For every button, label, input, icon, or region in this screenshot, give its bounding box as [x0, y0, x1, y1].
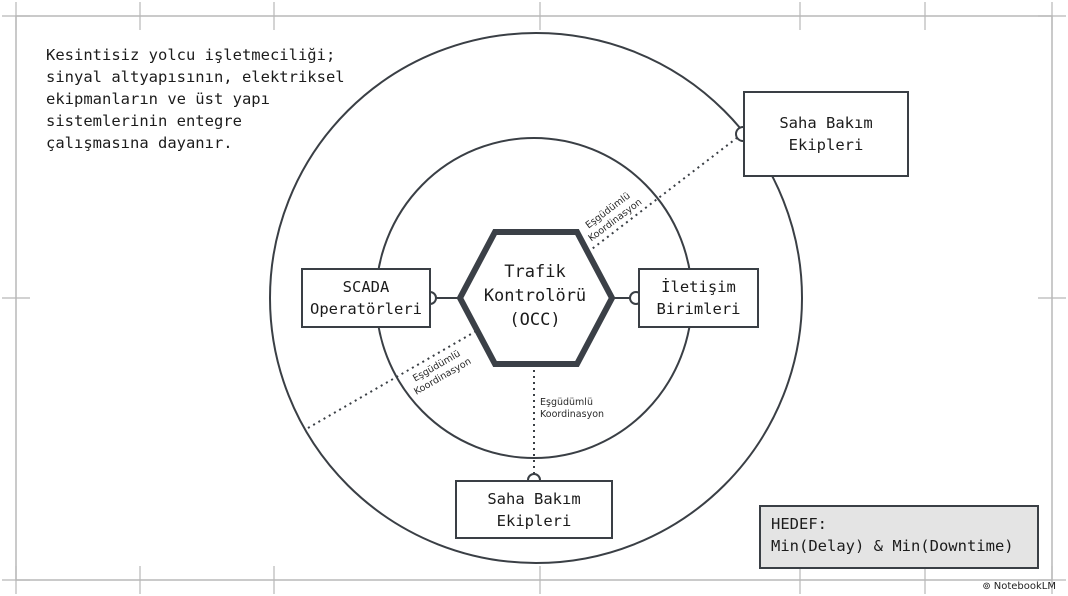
intro-text: Kesintisiz yolcu işletmeciliği; sinyal a… — [46, 44, 376, 154]
center-label-line: Kontrolörü — [483, 286, 587, 306]
connector-left — [307, 329, 479, 429]
goal-formula: Min(Delay) & Min(Downtime) — [771, 537, 1014, 555]
brand-label: NotebookLM — [993, 581, 1056, 592]
intro-line: ekipmanların ve üst yapı — [46, 90, 270, 108]
center-hexagon — [456, 229, 616, 367]
node-label: SCADA — [342, 278, 390, 296]
intro-line: Kesintisiz yolcu işletmeciliği; — [46, 46, 336, 64]
dotted-connectors — [307, 133, 743, 478]
intro-line: sistemlerinin entegre — [46, 112, 242, 130]
center-label-line: (OCC) — [509, 310, 561, 330]
intro-line: çalışmasına dayanır. — [46, 134, 233, 152]
node-field-maintenance-bottom: Saha Bakım Ekipleri — [455, 480, 613, 539]
goal-box: HEDEF: Min(Delay) & Min(Downtime) — [759, 505, 1039, 569]
node-communication: İletişim Birimleri — [638, 268, 759, 328]
node-label: Saha Bakım — [487, 489, 581, 508]
intro-line: sinyal altyapısının, elektriksel — [46, 68, 345, 86]
node-label: Ekipleri — [496, 511, 572, 530]
node-label: Ekipleri — [788, 136, 864, 154]
edge-label-bottom: Eşgüdümlü Koordinasyon — [540, 397, 605, 420]
brand-mark: ⊚ NotebookLM — [982, 581, 1056, 592]
goal-title: HEDEF: — [771, 515, 827, 533]
connector-top-right — [587, 133, 743, 253]
center-label-line: Trafik — [504, 262, 566, 282]
node-field-maintenance-top: Saha Bakım Ekipleri — [743, 91, 909, 177]
node-label: Birimleri — [656, 300, 741, 318]
outer-circle — [269, 32, 803, 564]
notebooklm-logo-icon: ⊚ — [982, 581, 991, 592]
center-label: Trafik Kontrolörü (OCC) — [462, 260, 608, 332]
node-label: Saha Bakım — [779, 114, 873, 132]
node-scada: SCADA Operatörleri — [301, 268, 431, 328]
node-label: Operatörleri — [310, 300, 422, 318]
node-label: İletişim — [661, 278, 736, 296]
